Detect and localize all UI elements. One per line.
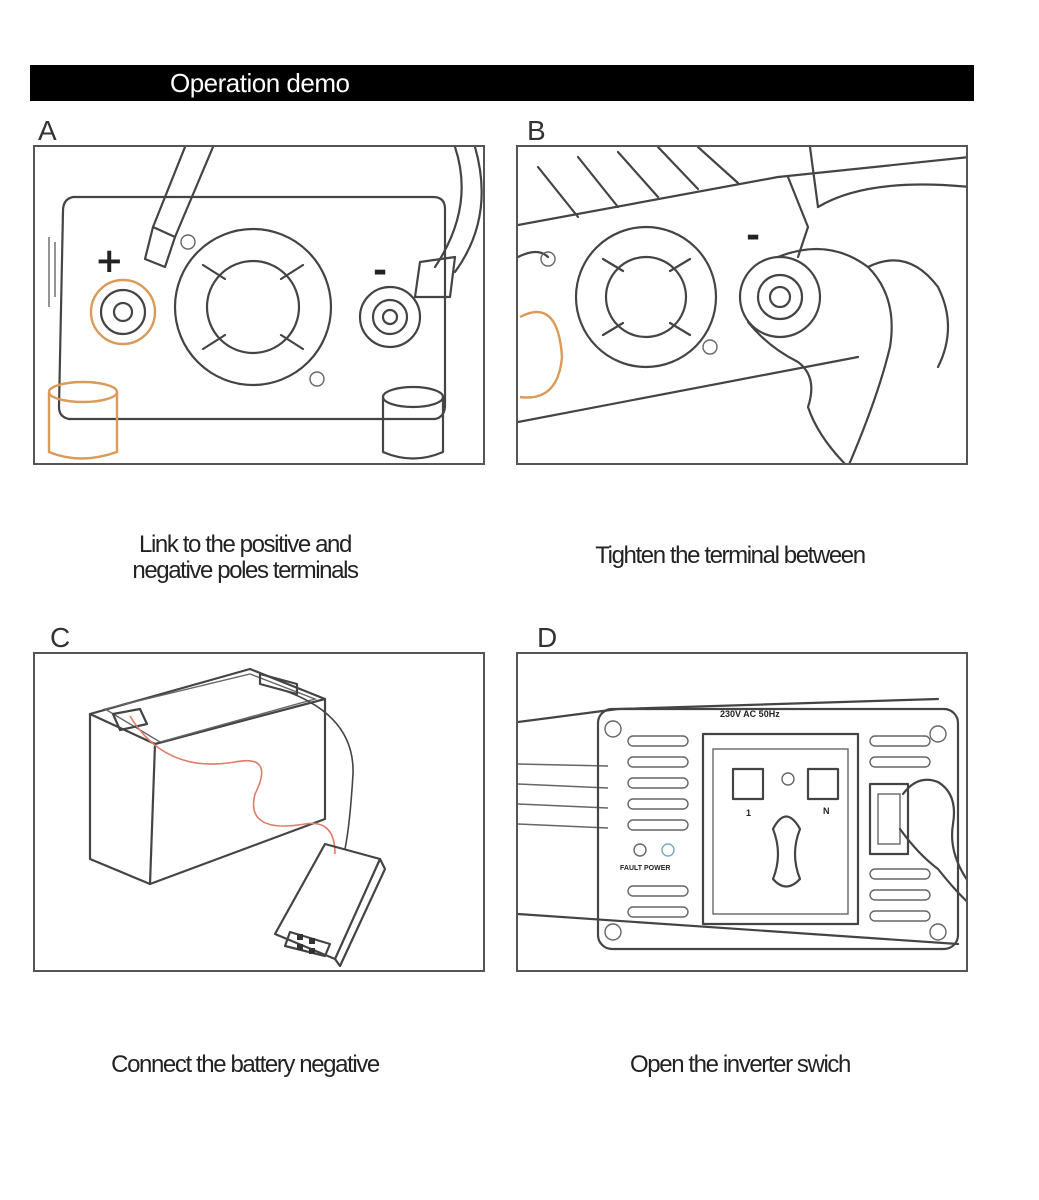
step-a-letter: A — [38, 115, 57, 146]
step-c-letter: C — [50, 622, 71, 653]
page-title: Operation demo — [170, 68, 350, 98]
step-b-illustration: - — [516, 145, 968, 465]
step-c-caption: Connect the battery negative — [70, 1052, 420, 1078]
step-d-illustration: 230V AC 50Hz 1 N FAULT POWER — [516, 652, 968, 972]
step-d-caption: Open the inverter swich — [580, 1052, 900, 1078]
step-a-illustration: + - — [33, 145, 485, 465]
header-bar: Operation demo — [30, 65, 974, 101]
step-a-caption-line2: negative poles terminals — [132, 557, 359, 584]
minus-symbol-b: - — [746, 216, 760, 256]
step-a-caption-line1: Link to the positive and — [139, 531, 352, 558]
step-b-caption-line1: Tighten the terminal between — [595, 542, 866, 569]
step-b-caption: Tighten the terminal between — [550, 543, 910, 569]
step-d-letter: D — [537, 622, 558, 653]
socket-label: 230V AC 50Hz — [720, 709, 780, 719]
step-d-caption-line1: Open the inverter swich — [630, 1051, 851, 1078]
step-c-caption-line1: Connect the battery negative — [111, 1051, 380, 1078]
n-label: N — [823, 806, 830, 816]
step-c-illustration — [33, 652, 485, 972]
minus-symbol-a: - — [373, 251, 387, 291]
step-a-caption: Link to the positive and negative poles … — [90, 532, 400, 584]
l-label: 1 — [746, 808, 751, 818]
plus-symbol: + — [95, 241, 124, 281]
indicator-label: FAULT POWER — [620, 865, 670, 872]
step-b-letter: B — [527, 115, 546, 146]
